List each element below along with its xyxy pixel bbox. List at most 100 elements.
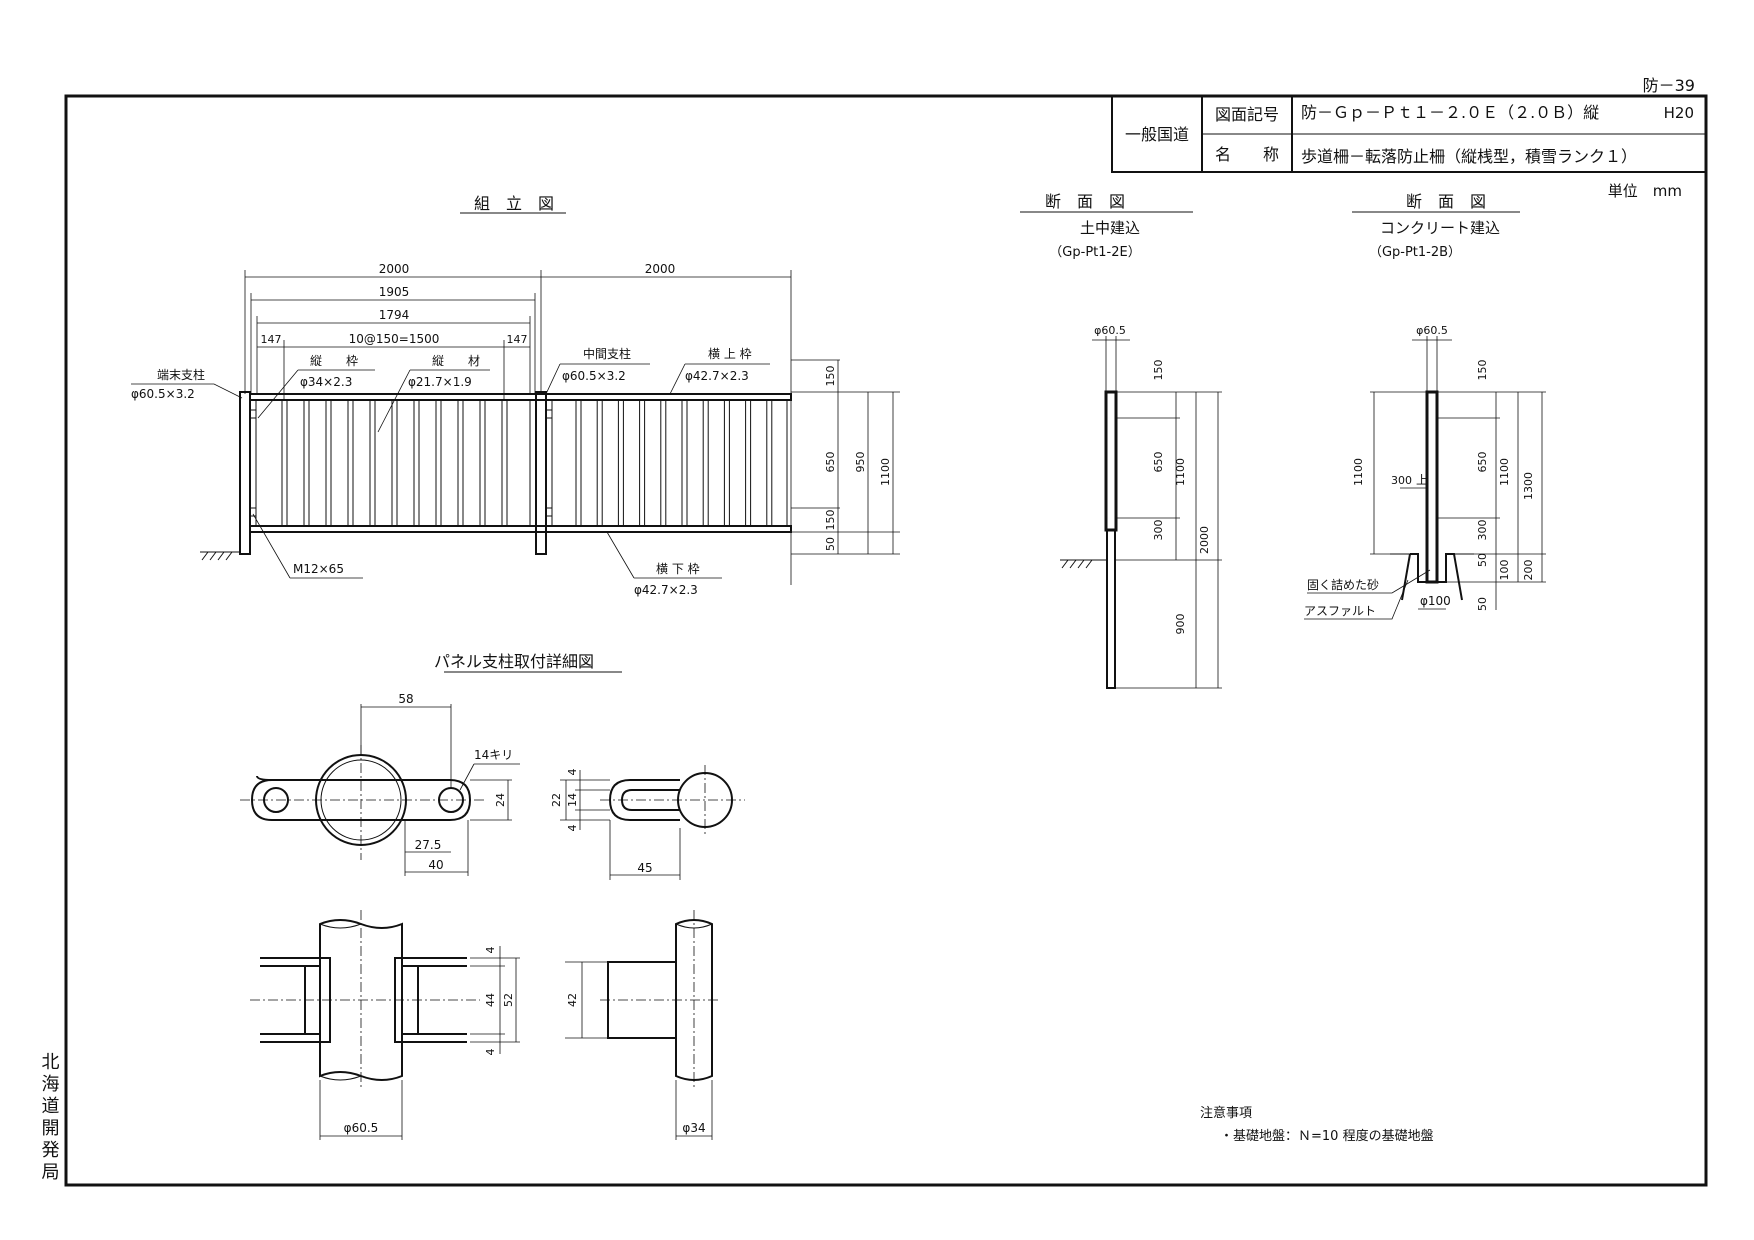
section-concrete-subtitle: コンクリート建込	[1380, 219, 1500, 237]
detail-view: パネル支柱取付詳細図 58 14キリ 24 27.5 40	[240, 652, 745, 1140]
label-vframe: 縦 枠	[310, 354, 358, 368]
dim-h50: 50	[824, 537, 837, 551]
title-label-name: 名 称	[1215, 145, 1279, 164]
section-soil-code: （Gp-Pt1-2E）	[1049, 245, 1140, 260]
label-end-post: 端末支柱	[157, 367, 205, 382]
section-soil-title: 断 面 図	[1045, 192, 1125, 211]
assembly-view: 組 立 図 2000 2000 1905 1794 147 10@150=150…	[131, 194, 900, 597]
drawing-code: 防－Ｇｐ－Ｐｔ１－２.０Ｅ（２.０Ｂ）縦	[1301, 103, 1599, 122]
notes-item: ・基礎地盤：Ｎ=10 程度の基礎地盤	[1220, 1128, 1434, 1144]
organization: 北海道開発局	[39, 1052, 60, 1184]
detail-dim-24: 24	[494, 793, 507, 807]
detail-dim-58: 58	[398, 692, 413, 706]
vertical-bar	[723, 399, 730, 527]
detail-dim-4a: 4	[566, 769, 579, 776]
concrete-dim-150: 150	[1476, 360, 1489, 381]
section-soil-view: 断 面 図 土中建込 （Gp-Pt1-2E） φ60.5 150 650 110…	[1020, 192, 1222, 689]
vertical-bar	[660, 399, 667, 527]
soil-dim-900: 900	[1174, 614, 1187, 635]
sheet-border	[64, 94, 1708, 1187]
page-number: 防－39	[1643, 76, 1695, 95]
concrete-post	[1425, 390, 1439, 584]
label-vbar-spec: φ21.7×1.9	[408, 375, 472, 389]
title-block: 一般国道 図面記号 名 称 防－Ｇｐ－Ｐｔ１－２.０Ｅ（２.０Ｂ）縦 H20 歩…	[1111, 95, 1707, 173]
end-post	[239, 391, 251, 555]
vertical-bar	[681, 399, 688, 527]
drawing-name: 歩道柵－転落防止柵（縦桟型，積雪ランク１）	[1301, 147, 1637, 166]
detail-dim-4d: 4	[484, 1049, 497, 1056]
vertical-bar	[596, 399, 603, 527]
concrete-dim-50a: 50	[1476, 553, 1489, 567]
vertical-bar	[325, 399, 332, 527]
detail-dim-22: 22	[550, 793, 563, 807]
detail-dim-dia34: φ34	[682, 1121, 705, 1135]
concrete-top-mark: 上	[1416, 473, 1428, 487]
label-asphalt: アスファルト	[1304, 604, 1376, 618]
vertical-bar	[501, 399, 508, 527]
bottom-rail	[249, 525, 792, 533]
vertical-bars-right	[575, 399, 773, 527]
detail-dim-hole: 14キリ	[474, 748, 513, 762]
unit-label: 単位 mm	[1608, 182, 1682, 200]
concrete-dim-1100: 1100	[1498, 458, 1511, 486]
label-top-rail-spec: φ42.7×2.3	[685, 369, 749, 383]
vertical-bar	[479, 399, 486, 527]
vertical-bar	[639, 399, 646, 527]
top-rail	[249, 393, 792, 401]
detail-dim-14: 14	[566, 793, 579, 807]
detail-dim-42: 42	[566, 993, 579, 1007]
dim-2000-left: 2000	[379, 262, 410, 276]
vertical-bar	[303, 399, 310, 527]
dim-pitch: 10@150=1500	[349, 332, 440, 346]
detail-dim-44: 44	[484, 993, 497, 1007]
dim-1905: 1905	[379, 285, 410, 299]
soil-dim-150: 150	[1152, 360, 1165, 381]
vertical-bar	[347, 399, 354, 527]
drawing-year: H20	[1664, 104, 1694, 122]
label-bottom-rail: 横 下 枠	[656, 562, 700, 576]
section-concrete-code: （Gp-Pt1-2B）	[1369, 245, 1461, 260]
section-soil-subtitle: 土中建込	[1080, 219, 1140, 237]
front-pipe	[319, 919, 403, 1081]
detail-dim-dia60: φ60.5	[344, 1121, 379, 1135]
label-top-rail: 横 上 枠	[708, 347, 752, 361]
vertical-bar	[369, 399, 376, 527]
vertical-bar	[745, 399, 752, 527]
dim-1794: 1794	[379, 308, 410, 322]
concrete-dim-base: φ100	[1420, 594, 1451, 608]
vertical-bar	[575, 399, 582, 527]
dim-2000-right: 2000	[645, 262, 676, 276]
concrete-dim-200: 200	[1522, 560, 1535, 581]
concrete-dim-50b: 50	[1476, 597, 1489, 611]
label-mid-post-spec: φ60.5×3.2	[562, 369, 626, 383]
label-vframe-spec: φ34×2.3	[300, 375, 352, 389]
middle-post	[535, 391, 547, 555]
dim-147-right: 147	[507, 333, 528, 346]
dim-147-left: 147	[261, 333, 282, 346]
label-vbar: 縦 材	[432, 354, 480, 368]
vertical-bar	[281, 399, 288, 527]
vertical-bar	[457, 399, 464, 527]
detail-dim-52: 52	[502, 993, 515, 1007]
concrete-dim-100: 100	[1498, 560, 1511, 581]
label-mid-post: 中間支柱	[583, 346, 631, 361]
dim-h150b: 150	[824, 510, 837, 531]
soil-dim-1100: 1100	[1174, 458, 1187, 486]
concrete-dim-300-top: 300	[1391, 474, 1412, 487]
notes-title: 注意事項	[1200, 1105, 1252, 1121]
soil-dim-dia: φ60.5	[1094, 324, 1126, 337]
concrete-dim-1300: 1300	[1522, 472, 1535, 500]
title-category: 一般国道	[1125, 125, 1189, 144]
dim-h950: 950	[854, 452, 867, 473]
soil-dim-300: 300	[1152, 520, 1165, 541]
label-bottom-rail-spec: φ42.7×2.3	[634, 583, 698, 597]
section-concrete-title: 断 面 図	[1406, 192, 1486, 211]
soil-dim-2000: 2000	[1198, 526, 1211, 554]
dim-h1100: 1100	[879, 458, 892, 486]
concrete-dim-1100-left: 1100	[1352, 458, 1365, 486]
vertical-bars-left	[281, 399, 508, 527]
vertical-bar	[413, 399, 420, 527]
assembly-title: 組 立 図	[474, 194, 554, 213]
detail-dim-40: 40	[428, 858, 443, 872]
